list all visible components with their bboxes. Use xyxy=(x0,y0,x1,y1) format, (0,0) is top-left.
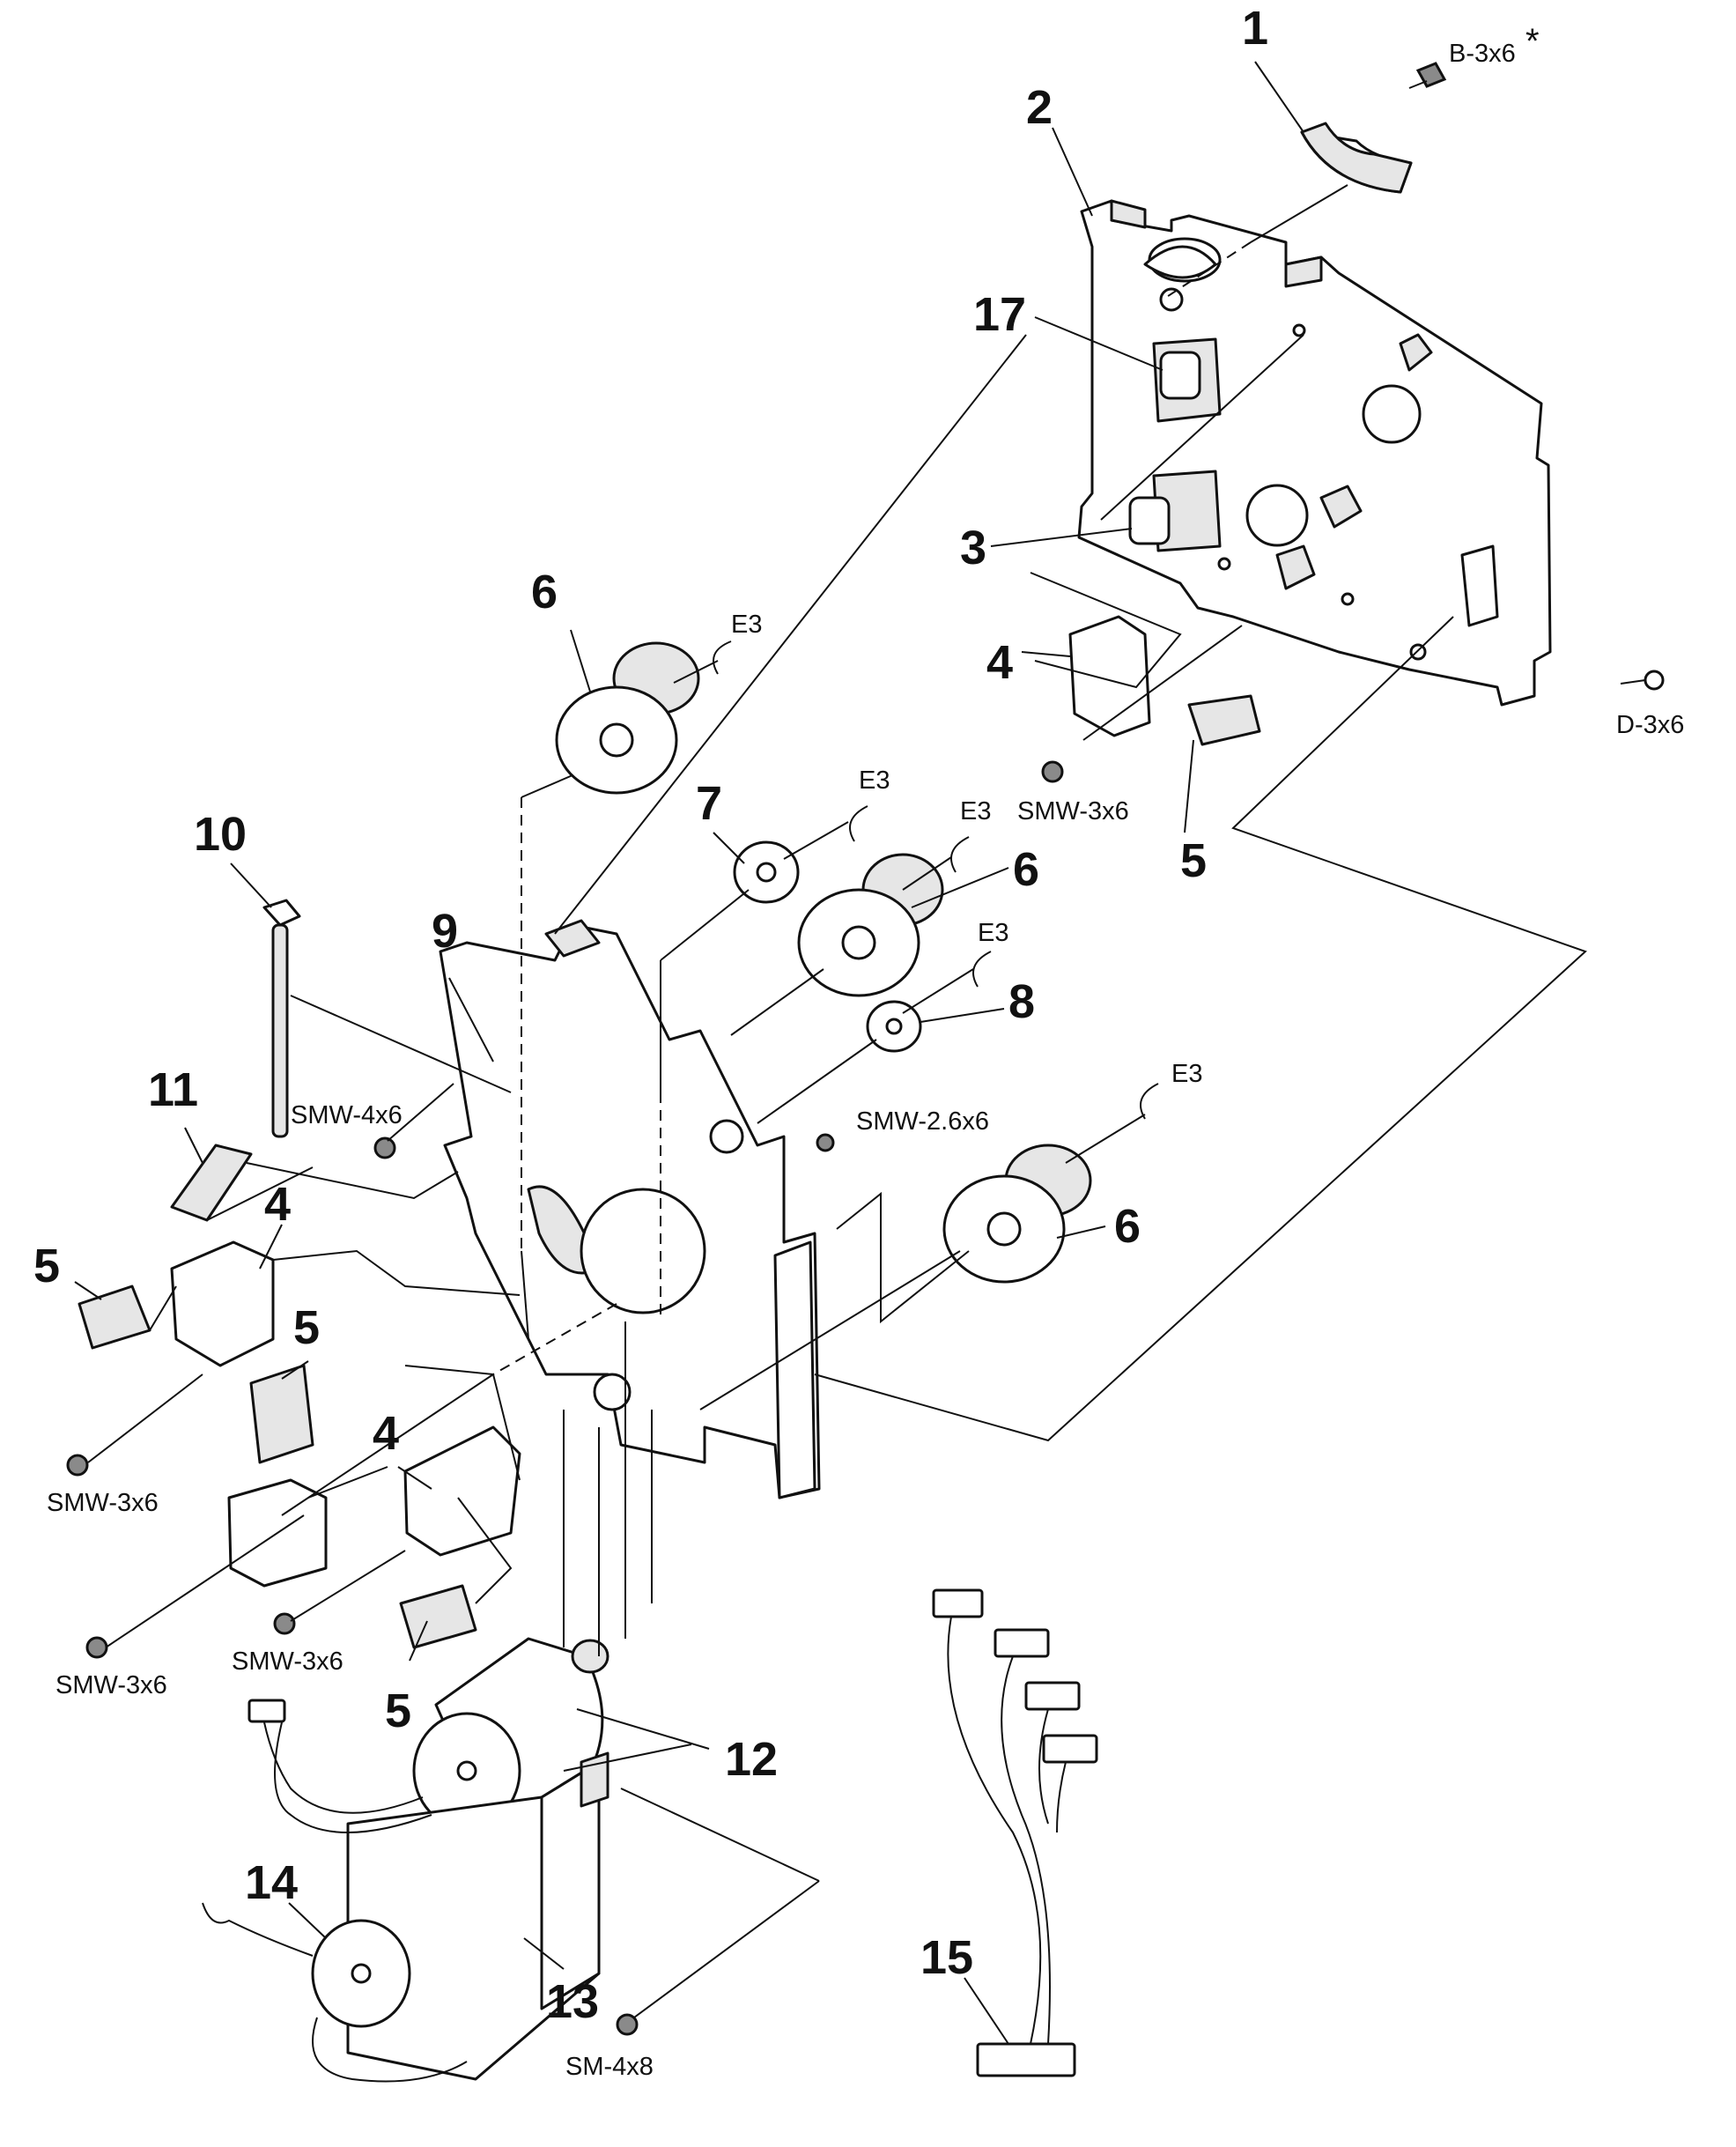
part-1-arc-damper xyxy=(1300,122,1413,194)
screw-b3x6 xyxy=(1408,62,1447,89)
part-13-motor-housing xyxy=(346,1751,609,2081)
part-4-holder-left xyxy=(170,1240,275,1367)
callout-4-mid: 4 xyxy=(373,1407,399,1460)
callout-leaders xyxy=(74,61,1304,2045)
screw-smw4x6 xyxy=(373,1136,396,1159)
screw-sm4x8 xyxy=(616,2013,639,2036)
callout-1: 1 xyxy=(1242,2,1268,55)
callout-9: 9 xyxy=(432,905,458,958)
part-8-gear xyxy=(866,1000,922,1053)
label-smw3x6-top: SMW-3x6 xyxy=(1017,797,1129,825)
label-smw4x6: SMW-4x6 xyxy=(291,1101,403,1129)
part-6-gear-top xyxy=(555,641,700,795)
callout-5-low: 5 xyxy=(385,1684,411,1737)
screw-smw3x6-lower xyxy=(85,1636,108,1659)
label-d3x6: D-3x6 xyxy=(1616,711,1684,739)
e3-clip-4 xyxy=(972,951,992,988)
part-5-sensor-low xyxy=(399,1584,477,1649)
label-smw3x6-mid: SMW-3x6 xyxy=(232,1647,344,1676)
part-5-sensor-mid xyxy=(249,1364,314,1464)
part-5-sensor-top xyxy=(1187,694,1261,746)
callout-7: 7 xyxy=(696,777,722,830)
callout-numbers: 1 2 17 3 6 4 5 7 6 10 9 8 11 6 4 5 5 4 5… xyxy=(33,2,1268,2028)
callout-6-bottom: 6 xyxy=(1114,1200,1141,1253)
label-e3-2: E3 xyxy=(859,766,890,795)
part-5-sensor-left xyxy=(78,1284,151,1350)
label-e3-5: E3 xyxy=(1171,1060,1202,1088)
screw-d3x6 xyxy=(1620,670,1665,691)
e3-clip-2 xyxy=(849,805,868,842)
callout-11: 11 xyxy=(148,1063,198,1116)
label-e3-4: E3 xyxy=(978,919,1008,947)
callout-8: 8 xyxy=(1008,975,1035,1028)
label-b3x6: B-3x6 xyxy=(1449,40,1516,68)
part-6-gear-middle xyxy=(797,853,944,997)
part-4-holder-top xyxy=(1068,615,1151,737)
label-smw26x6: SMW-2.6x6 xyxy=(856,1107,989,1136)
e3-clip-3 xyxy=(950,836,970,873)
part-9-side-frame xyxy=(439,919,821,1499)
callout-5-left: 5 xyxy=(33,1240,60,1292)
part-2-frame-plate xyxy=(1077,199,1552,707)
assembly-lines xyxy=(87,184,1587,2018)
part-4-holder-right xyxy=(403,1425,521,1557)
screw-labels: B-3x6 * D-3x6 SMW-3x6 SMW-4x6 SMW-2.6x6 … xyxy=(47,22,1684,2081)
part-3-sensor xyxy=(1128,496,1171,545)
screw-smw3x6-top xyxy=(1041,760,1064,783)
part-6-gear-bottom xyxy=(942,1144,1092,1284)
label-e3-top: E3 xyxy=(731,611,762,639)
part-7-gear xyxy=(733,840,800,904)
callout-6-middle: 6 xyxy=(1013,843,1039,896)
callout-4-top: 4 xyxy=(986,636,1013,689)
motor-wires xyxy=(247,1699,432,1833)
callout-10: 10 xyxy=(194,808,247,861)
label-smw3x6-left: SMW-3x6 xyxy=(47,1489,159,1517)
callout-3: 3 xyxy=(960,522,986,574)
callout-5-mid: 5 xyxy=(293,1301,320,1354)
callout-4-left: 4 xyxy=(264,1178,291,1231)
screw-smw3x6-mid xyxy=(273,1612,296,1635)
callout-14: 14 xyxy=(245,1856,298,1909)
part-15-wire-harness xyxy=(932,1588,1098,2077)
callout-17: 17 xyxy=(973,288,1026,341)
callout-13: 13 xyxy=(546,1975,599,2028)
callout-6-top: 6 xyxy=(531,566,558,618)
callout-5-top: 5 xyxy=(1180,834,1207,887)
label-smw3x6-lower: SMW-3x6 xyxy=(55,1671,167,1699)
e3-labels: E3 E3 E3 E3 E3 xyxy=(731,611,1202,1088)
callout-2: 2 xyxy=(1026,81,1053,134)
part-14-small-motor xyxy=(202,1902,468,2083)
part-11-pad xyxy=(170,1144,253,1222)
callout-12: 12 xyxy=(725,1733,778,1786)
part-17-sensor xyxy=(1159,351,1201,400)
label-e3-3: E3 xyxy=(960,797,991,825)
part-10-cable-tie xyxy=(262,899,301,1138)
screw-smw3x6-left xyxy=(66,1454,89,1477)
screw-smw26x6 xyxy=(816,1133,835,1152)
callout-15: 15 xyxy=(920,1931,973,1984)
label-sm4x8: SM-4x8 xyxy=(565,2053,654,2081)
e3-clip-5 xyxy=(1140,1083,1159,1120)
label-asterisk: * xyxy=(1525,22,1540,61)
e3-clip-top xyxy=(713,640,732,675)
